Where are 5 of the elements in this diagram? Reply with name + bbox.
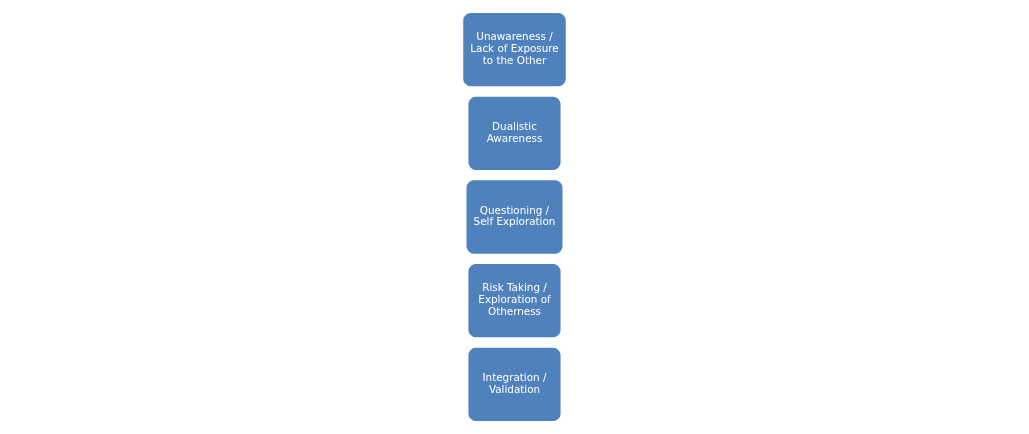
node-box: Questioning / Self Exploration (465, 179, 564, 255)
node-box: Risk Taking / Exploration of Otherness (467, 262, 562, 339)
node-box: Unawareness / Lack of Exposure to the Other (461, 11, 568, 88)
node-box: Integration / Validation (467, 346, 562, 423)
node-box: Dualistic Awareness (467, 95, 562, 172)
